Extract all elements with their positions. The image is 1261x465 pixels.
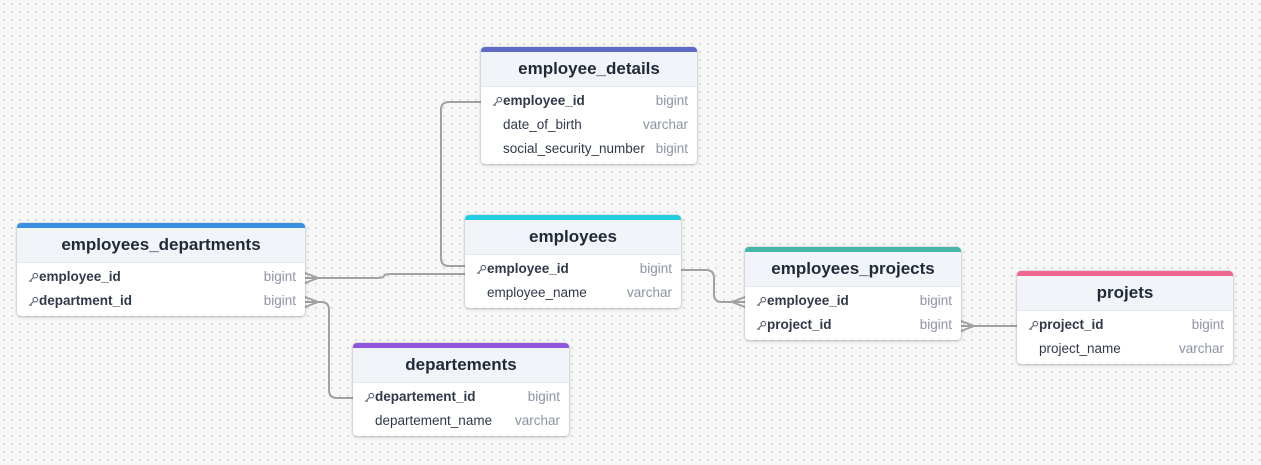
table-title: employee_details [481,52,697,87]
field-row[interactable]: date_of_birth varchar [481,113,697,137]
key-icon [362,385,376,409]
field-name: project_id [1039,317,1104,332]
relation-employees-employees-departments[interactable] [304,273,466,279]
table-color-bar [465,215,681,220]
field-name: employee_id [503,93,585,108]
field-type: varchar [622,281,672,305]
field-name: social_security_number [503,141,645,156]
table-title: employees_projects [745,252,961,287]
crowfoot-employees-departments [304,272,319,284]
field-row[interactable]: employee_id bigint [17,265,305,289]
field-name: employee_id [39,269,121,284]
field-name: employee_id [767,293,849,308]
relation-employees-departments-departements[interactable] [304,301,354,399]
field-type: varchar [638,113,688,137]
field-name: department_id [39,293,133,308]
crowfoot-projets [960,320,975,332]
field-name: project_name [1039,341,1121,356]
table-title: projets [1017,276,1233,311]
key-icon [26,289,40,313]
field-row[interactable]: department_id bigint [17,289,305,313]
field-name: departement_name [375,413,493,428]
field-name: employee_name [487,285,587,300]
relation-employee-details-employees[interactable] [440,101,482,267]
key-icon [754,289,768,313]
key-icon [754,313,768,337]
table-projets[interactable]: projets project_id bigint project_name varc… [1017,271,1233,364]
field-row[interactable]: departement_id bigint [353,385,569,409]
table-color-bar [353,343,569,348]
relation-employees-employees-projects[interactable] [680,269,746,303]
field-row[interactable]: project_id bigint [745,313,961,337]
table-title: employees [465,220,681,255]
field-type: bigint [259,265,296,289]
field-type: bigint [915,313,952,337]
field-list: employee_id bigint employee_name varchar [465,255,681,308]
field-name: departement_id [375,389,476,404]
field-list: project_id bigint project_name varchar [1017,311,1233,364]
table-color-bar [745,247,961,252]
field-type: bigint [651,89,688,113]
key-icon [1026,313,1040,337]
crowfoot-departements [304,296,319,308]
field-type: bigint [1187,313,1224,337]
field-list: departement_id bigint departement_name varc… [353,383,569,436]
field-name: date_of_birth [503,117,582,132]
field-row[interactable]: departement_name varchar [353,409,569,433]
key-icon [490,89,504,113]
key-icon [26,265,40,289]
field-row[interactable]: project_name varchar [1017,337,1233,361]
field-type: varchar [1174,337,1224,361]
field-name: project_id [767,317,832,332]
field-type: bigint [915,289,952,313]
field-row[interactable]: employee_id bigint [465,257,681,281]
field-type: bigint [651,137,688,161]
table-color-bar [17,223,305,228]
field-name: employee_id [487,261,569,276]
field-type: bigint [523,385,560,409]
field-row[interactable]: employee_name varchar [465,281,681,305]
table-color-bar [481,47,697,52]
table-title: employees_departments [17,228,305,263]
field-type: bigint [635,257,672,281]
table-title: departements [353,348,569,383]
field-type: varchar [510,409,560,433]
field-type: bigint [259,289,296,313]
field-row[interactable]: social_security_number bigint [481,137,697,161]
field-row[interactable]: employee_id bigint [481,89,697,113]
table-color-bar [1017,271,1233,276]
field-row[interactable]: employee_id bigint [745,289,961,313]
field-row[interactable]: project_id bigint [1017,313,1233,337]
key-icon [474,257,488,281]
crowfoot-employees-projects [731,296,746,308]
